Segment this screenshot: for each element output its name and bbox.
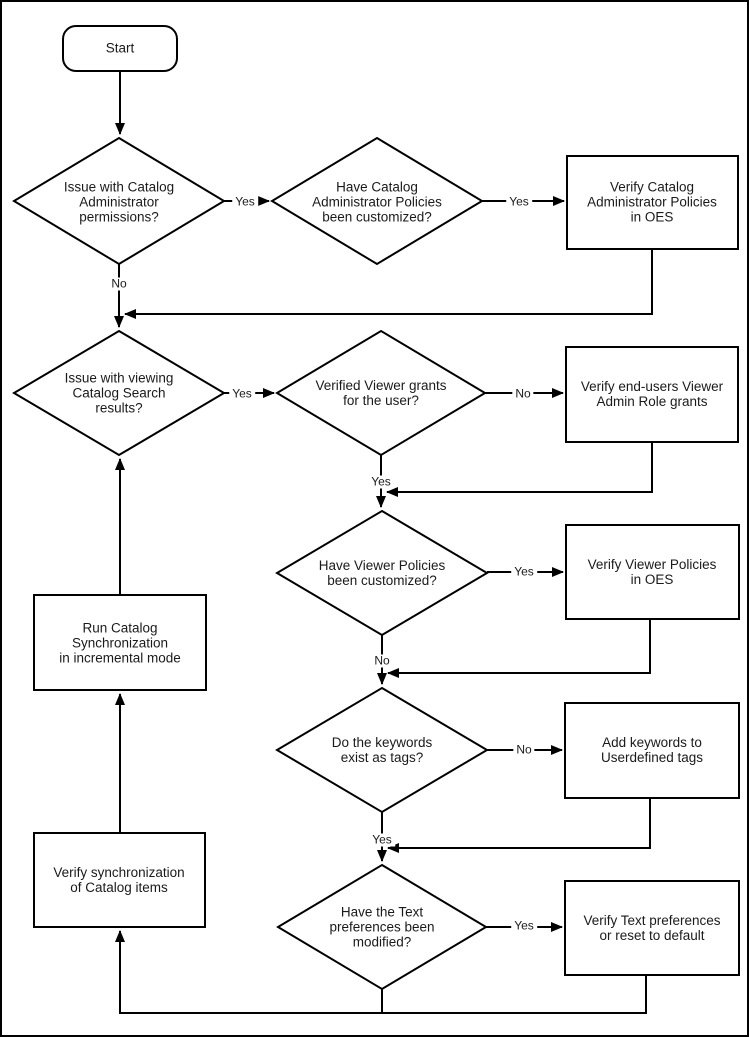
edge-label-d5-yes: Yes	[511, 565, 537, 579]
edge-b2-feedback	[386, 442, 653, 497]
decision-catalog-admin-permissions-shape	[12, 136, 226, 266]
decision-admin-policies-customized-label: Have Catalog Administrator Policies been…	[312, 179, 442, 225]
process-run-catalog-sync-label: Run Catalog Synchronization in increment…	[59, 620, 181, 666]
edge-b5-to-b7	[115, 930, 647, 1014]
edge-label-d6-yes: Yes	[369, 833, 395, 847]
process-verify-viewer-policies-label: Verify Viewer Policies in OES	[587, 557, 717, 587]
decision-viewer-policies-customized-shape	[275, 509, 489, 637]
decision-keywords-exist-label: Do the keywords exist as tags?	[331, 735, 433, 765]
edge-b4-feedback	[387, 798, 651, 853]
edge-label-d6-no: No	[513, 743, 535, 757]
edge-label-d7-yes: Yes	[511, 919, 537, 933]
decision-viewer-grants-label: Verified Viewer grants for the user?	[315, 378, 447, 408]
decision-viewer-grants-shape	[275, 329, 487, 457]
decision-keywords-exist-shape	[275, 686, 489, 814]
process-verify-admin-policies-shape	[566, 155, 739, 250]
process-verify-viewer-admin-role-label: Verify end-users Viewer Admin Role grant…	[580, 379, 724, 409]
shapes	[12, 25, 740, 991]
edge-label-d2-yes: Yes	[506, 195, 532, 209]
decision-viewer-policies-customized-label: Have Viewer Policies been customized?	[318, 558, 446, 588]
edge-label-d1-yes: Yes	[232, 195, 258, 209]
edge-label-d1-no: No	[108, 277, 130, 291]
process-verify-text-preferences-label: Verify Text preferences or reset to defa…	[583, 913, 721, 943]
process-add-keywords-label: Add keywords to Userdefined tags	[600, 735, 704, 765]
process-run-catalog-sync-shape	[33, 594, 207, 691]
start-terminator-shape	[62, 25, 178, 72]
decision-viewing-search-results-label: Issue with viewing Catalog Search result…	[64, 370, 174, 416]
process-verify-sync-shape	[33, 832, 206, 928]
process-verify-viewer-admin-role-shape	[565, 346, 739, 443]
process-add-keywords-shape	[564, 702, 740, 799]
decision-catalog-admin-permissions-label: Issue with Catalog Administrator permiss…	[63, 179, 175, 225]
decision-text-preferences-label: Have the Text preferences been modified?	[329, 904, 435, 950]
process-verify-sync-label: Verify synchronization of Catalog items	[53, 865, 185, 895]
edge-label-d4-yes: Yes	[368, 475, 394, 489]
edge-label-d5-no: No	[371, 654, 393, 668]
edge-label-d4-no: No	[512, 387, 534, 401]
process-verify-text-preferences-shape	[564, 880, 740, 976]
process-verify-viewer-policies-shape	[565, 524, 740, 620]
edge-b3-feedback	[387, 619, 651, 678]
edge-label-d3-yes: Yes	[229, 387, 255, 401]
decision-viewing-search-results-shape	[12, 329, 226, 457]
decision-admin-policies-customized-shape	[270, 136, 484, 266]
process-verify-admin-policies-label: Verify Catalog Administrator Policies in…	[587, 179, 717, 225]
start-node-label: Start	[105, 40, 135, 56]
decision-text-preferences-shape	[276, 863, 488, 991]
edge-b1-feedback	[124, 249, 653, 319]
